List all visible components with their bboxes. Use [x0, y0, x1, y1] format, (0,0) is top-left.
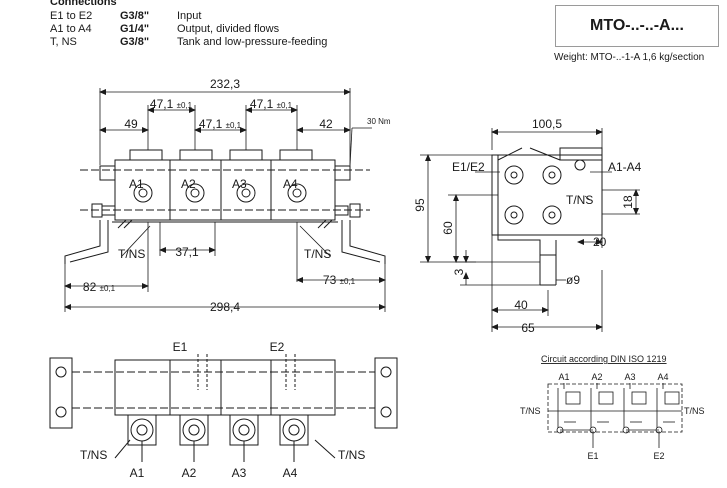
connection-port: T, NS — [50, 36, 77, 48]
tank-label-left: T/NS — [80, 448, 107, 462]
circuit-port-a2: A2 — [591, 372, 602, 382]
dim-middle: 37,1 — [175, 245, 199, 259]
top-view — [49, 354, 398, 462]
label-t-ns: T/NS — [566, 193, 593, 207]
dim-side-width: 100,5 — [532, 117, 562, 131]
port-label-a1: A1 — [129, 177, 144, 191]
left-mount-plate — [49, 357, 73, 429]
dim-right: 42 — [319, 117, 333, 131]
dim-overall-width: 232,3 — [210, 77, 240, 91]
circuit-port-a4: A4 — [657, 372, 668, 382]
top-body — [114, 359, 336, 416]
dim-side-height: 95 — [413, 198, 427, 212]
dim-40: 40 — [514, 298, 528, 312]
side-view — [491, 147, 603, 286]
port-label-a1: A1 — [130, 466, 145, 480]
port-label-a2: A2 — [181, 177, 196, 191]
circuit-boundary — [547, 383, 683, 433]
hole-diameter: ø9 — [566, 273, 580, 287]
weight-label: Weight: MTO-..-1-A 1,6 kg/section — [554, 52, 705, 63]
connection-description: Tank and low-pressure-feeding — [177, 36, 328, 48]
connection-row: T, NS G3/8" Tank and low-pressure-feedin… — [50, 36, 327, 49]
dim-section-spacing: 47,1 ±0,1 — [250, 97, 293, 111]
dim-section-spacing: 47,1 ±0,1 — [199, 117, 242, 131]
dim-3: 3 — [452, 268, 466, 275]
label-a1-a4: A1-A4 — [608, 160, 642, 174]
dim-base-length: 298,4 — [210, 300, 240, 314]
connection-description: Input — [177, 10, 202, 22]
front-view — [64, 149, 386, 264]
connection-row: A1 to A4 G1/4" Output, divided flows — [50, 23, 327, 36]
connection-thread: G3/8" — [120, 36, 150, 48]
dim-20: 20 — [593, 235, 607, 249]
tank-label-right: T/NS — [304, 247, 331, 261]
right-mount-plate — [374, 357, 398, 429]
circuit-tank-left: T/NS — [520, 406, 541, 416]
connections-table: Connections E1 to E2 G3/8" Input A1 to A… — [50, 0, 327, 49]
top-labels: E1 E2 T/NS T/NS A1 A2 A3 A4 — [80, 340, 365, 480]
torque-label: 30 Nm — [367, 117, 391, 126]
connection-row: E1 to E2 G3/8" Input — [50, 10, 327, 23]
left-shaft-cap — [99, 165, 116, 181]
tank-label-left: T/NS — [118, 247, 145, 261]
right-shaft-cap — [334, 165, 351, 181]
tank-label-right: T/NS — [338, 448, 365, 462]
dim-section-spacing: 47,1 ±0,1 — [150, 97, 193, 111]
port-label-a3: A3 — [232, 177, 247, 191]
label-e1-e2: E1/E2 — [452, 160, 485, 174]
circuit-inlet-e1: E1 — [587, 451, 598, 461]
connection-thread: G1/4" — [120, 23, 150, 35]
dim-73: 73 ±0,1 — [323, 273, 356, 287]
circuit-inlet-e2: E2 — [653, 451, 664, 461]
dim-18: 18 — [621, 195, 635, 209]
side-labels: 100,5 95 60 3 18 20 40 65 ø9 E1/E2 A1-A4… — [413, 117, 642, 335]
port-label-a2: A2 — [182, 466, 197, 480]
port-label-a4: A4 — [283, 177, 298, 191]
inlet-label-e1: E1 — [173, 340, 188, 354]
circuit-port-a1: A1 — [558, 372, 569, 382]
connection-port: A1 to A4 — [50, 23, 92, 35]
connection-port: E1 to E2 — [50, 10, 93, 22]
inlet-label-e2: E2 — [270, 340, 285, 354]
connection-thread: G3/8" — [120, 10, 150, 22]
port-label-a4: A4 — [283, 466, 298, 480]
dim-65: 65 — [521, 321, 535, 335]
dim-82: 82 ±0,1 — [83, 280, 116, 294]
model-code: MTO-..-..-A... — [590, 17, 684, 34]
circuit-tank-right: T/NS — [684, 406, 705, 416]
connection-description: Output, divided flows — [177, 23, 280, 35]
circuit-diagram — [547, 383, 683, 448]
circuit-labels: Circuit according DIN ISO 1219 A1 A2 A3 … — [520, 354, 705, 461]
circuit-port-a3: A3 — [624, 372, 635, 382]
pump-body-front — [114, 159, 336, 221]
side-dimensions — [420, 128, 640, 332]
connections-title: Connections — [50, 0, 117, 8]
port-label-a3: A3 — [232, 466, 247, 480]
model-code-box: MTO-..-..-A... — [555, 5, 719, 47]
front-dimensions — [64, 88, 386, 312]
dim-left: 49 — [124, 117, 138, 131]
front-labels: 232,3 47,1 ±0,1 47,1 ±0,1 47,1 ±0,1 49 4… — [83, 77, 391, 314]
dim-60: 60 — [441, 221, 455, 235]
circuit-title: Circuit according DIN ISO 1219 — [541, 354, 667, 364]
